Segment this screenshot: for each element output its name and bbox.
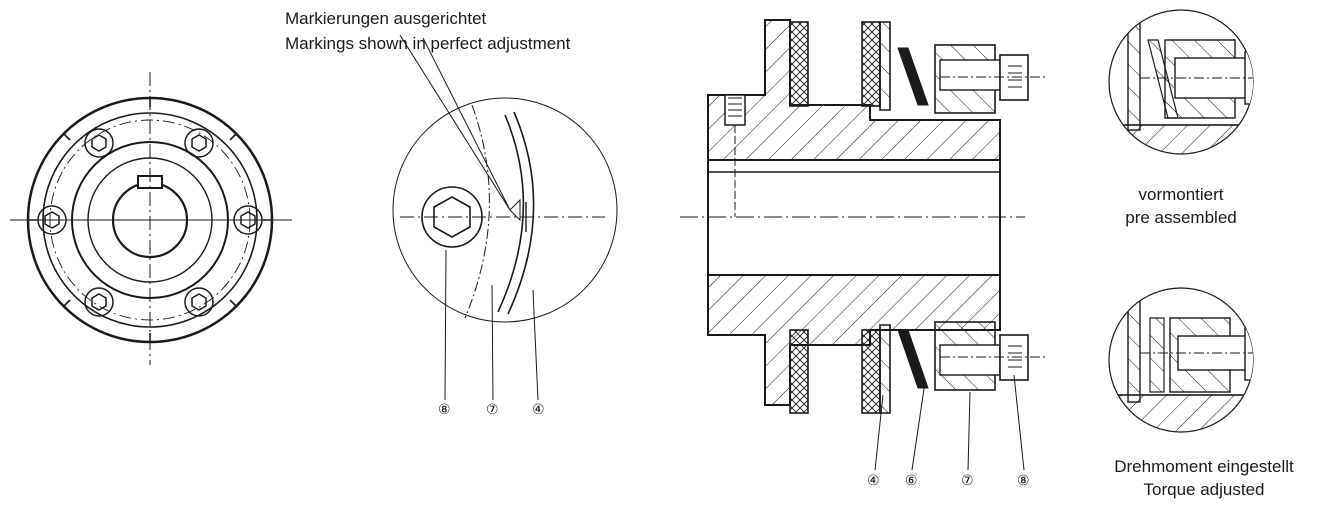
section-part-label-4: ④ — [867, 473, 880, 489]
preassembled-label-en: pre assembled — [1125, 208, 1237, 227]
section-part-label-8: ⑧ — [1017, 473, 1030, 489]
preassembled-label-de: vormontiert — [1138, 185, 1224, 204]
screw-bottom-right — [184, 287, 214, 317]
torque-label-de: Drehmoment eingestellt — [1114, 457, 1294, 476]
detail-preassembled — [1108, 9, 1254, 155]
detail-view — [392, 34, 618, 401]
front-view — [10, 72, 292, 365]
screw-bottom-left — [84, 287, 114, 317]
detail-part-label-8: ⑧ — [438, 402, 451, 418]
screw-right — [233, 205, 263, 235]
markings-label-de: Markierungen ausgerichtet — [285, 9, 487, 28]
section-part-label-6: ⑥ — [905, 473, 918, 489]
detail-part-label-7: ⑦ — [486, 402, 499, 418]
detail-torque-adjusted — [1108, 287, 1254, 433]
screw-top-right — [184, 128, 214, 158]
section-part-label-7: ⑦ — [961, 473, 974, 489]
torque-label-en: Torque adjusted — [1143, 480, 1265, 499]
detail-part-label-4: ④ — [532, 402, 545, 418]
screw-top-left — [84, 128, 114, 158]
screw-left — [37, 205, 67, 235]
section-view — [680, 19, 1045, 471]
markings-label-en: Markings shown in perfect adjustment — [285, 34, 571, 53]
